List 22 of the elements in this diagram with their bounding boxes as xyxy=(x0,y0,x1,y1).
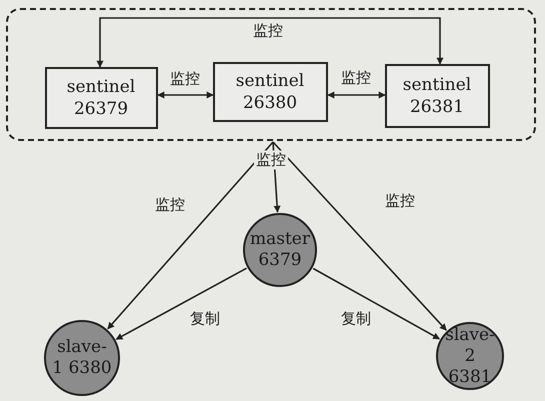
server-circle: slave-1 6380 xyxy=(44,320,120,396)
edge-label: 监控 xyxy=(383,192,417,210)
arrow xyxy=(272,141,447,331)
server-circle: slave-2 6381 xyxy=(436,322,504,390)
edge-label: 监控 xyxy=(254,150,288,170)
sentinel-box: sentinel 26381 xyxy=(384,64,490,128)
edge-label: 复制 xyxy=(188,310,222,328)
sentinel-box: sentinel 26379 xyxy=(44,66,158,128)
edge-label: 监控 xyxy=(251,22,285,40)
sentinel-box: sentinel 26380 xyxy=(212,62,328,122)
dashed-group-outline xyxy=(6,8,536,141)
edge-label: 监控 xyxy=(153,196,187,214)
arrow xyxy=(312,268,440,340)
arrow xyxy=(107,141,274,330)
edge-label: 监控 xyxy=(339,68,373,88)
edge-label: 监控 xyxy=(168,70,202,88)
arrow xyxy=(96,17,444,68)
arrow xyxy=(327,92,386,98)
arrow xyxy=(157,92,214,98)
server-circle: master 6379 xyxy=(243,213,317,287)
arrow xyxy=(116,268,247,340)
edge-label: 复制 xyxy=(339,310,373,328)
